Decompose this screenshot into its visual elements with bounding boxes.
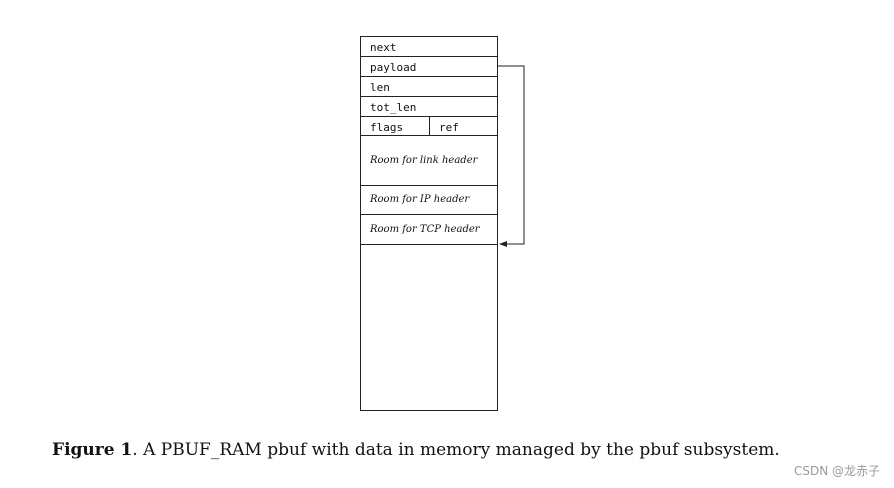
- region-ip-header: Room for IP header: [361, 186, 497, 215]
- payload-pointer-arrowhead: [499, 241, 507, 247]
- figure-caption-label: Figure 1: [52, 440, 133, 460]
- field-payload-row: payload: [361, 57, 497, 77]
- figure-caption: Figure 1. A PBUF_RAM pbuf with data in m…: [52, 440, 780, 460]
- region-tcp-header-label: Room for TCP header: [370, 224, 480, 235]
- region-link-header-label: Room for link header: [370, 155, 478, 166]
- pbuf-structure-box: next payload len tot_len flags ref Room …: [360, 36, 498, 411]
- field-flags-cell: flags: [361, 117, 430, 135]
- csdn-watermark: CSDN @龙赤子: [793, 464, 880, 478]
- field-len-row: len: [361, 77, 497, 97]
- field-payload-label: payload: [370, 61, 417, 74]
- field-tot-len-label: tot_len: [370, 101, 417, 114]
- field-next-row: next: [361, 37, 497, 57]
- field-next-label: next: [370, 41, 397, 54]
- figure-caption-text-before: . A PBUF: [132, 440, 211, 460]
- field-tot-len-row: tot_len: [361, 97, 497, 117]
- field-flags-label: flags: [370, 121, 404, 134]
- region-data-area: [361, 245, 497, 410]
- field-len-label: len: [370, 81, 390, 94]
- payload-pointer-line: [498, 65, 525, 245]
- field-ref-label: ref: [439, 121, 459, 134]
- field-flags-ref-row: flags ref: [361, 117, 497, 136]
- field-ref-cell: ref: [430, 117, 497, 135]
- region-ip-header-label: Room for IP header: [370, 194, 470, 205]
- figure-caption-underscore: _: [210, 440, 220, 460]
- region-link-header: Room for link header: [361, 136, 497, 186]
- region-tcp-header: Room for TCP header: [361, 215, 497, 245]
- figure-caption-text-after: RAM pbuf with data in memory managed by …: [219, 440, 780, 460]
